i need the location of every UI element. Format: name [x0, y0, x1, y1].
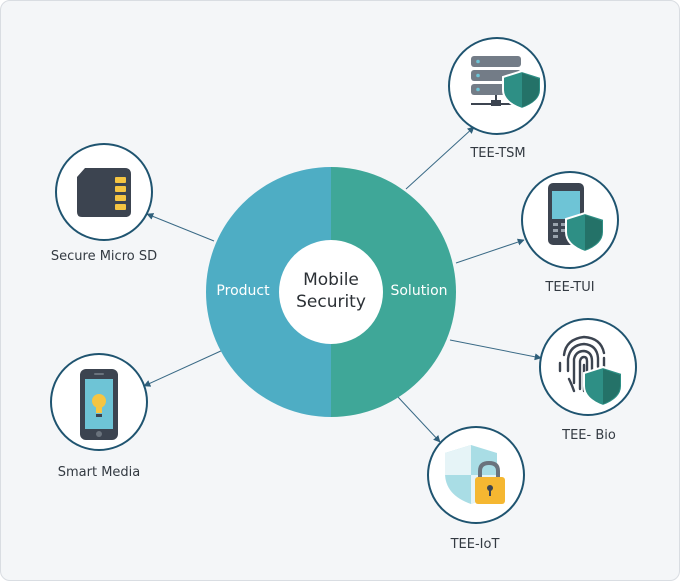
node-label-tee-tsm: TEE-TSM — [470, 146, 526, 161]
node-label-tee-iot: TEE-IoT — [450, 537, 500, 552]
shield-lock-icon — [445, 445, 505, 504]
server-shield-icon — [471, 56, 542, 111]
node-tee-iot[interactable] — [427, 426, 525, 524]
arrow-to-tee-bio — [449, 339, 542, 361]
solution-label: Solution — [390, 283, 448, 299]
node-tee-tui[interactable] — [521, 171, 619, 269]
arrow-to-tee-iot — [397, 396, 441, 443]
connectors — [143, 126, 542, 443]
smartphone-bulb-icon — [80, 369, 118, 440]
node-tee-tsm[interactable] — [448, 37, 546, 135]
micro-sd-icon — [77, 168, 131, 217]
node-tee-bio[interactable] — [539, 318, 637, 416]
phone-shield-icon — [548, 183, 605, 254]
node-secure-micro-sd[interactable] — [55, 143, 153, 241]
node-smart-media[interactable] — [50, 353, 148, 451]
bio-shield — [583, 365, 623, 408]
center-donut — [206, 167, 456, 417]
center-hole — [279, 240, 383, 344]
arrow-to-tee-tui — [455, 238, 525, 264]
node-label-tee-tui: TEE-TUI — [545, 280, 595, 295]
center-title: Mobile Security — [296, 269, 366, 313]
arrow-to-smart-media — [143, 349, 224, 387]
arrow-to-tee-tsm — [405, 126, 475, 190]
product-half — [206, 167, 331, 417]
solution-half — [331, 167, 456, 417]
node-label-secure-micro-sd: Secure Micro SD — [50, 249, 158, 264]
node-label-tee-bio: TEE- Bio — [562, 428, 616, 443]
product-label: Product — [216, 283, 270, 299]
node-label-smart-media: Smart Media — [57, 465, 141, 480]
center-title-line1: Mobile — [303, 270, 359, 290]
arrow-to-secure-micro-sd — [146, 213, 215, 242]
center-title-line2: Security — [296, 292, 366, 312]
